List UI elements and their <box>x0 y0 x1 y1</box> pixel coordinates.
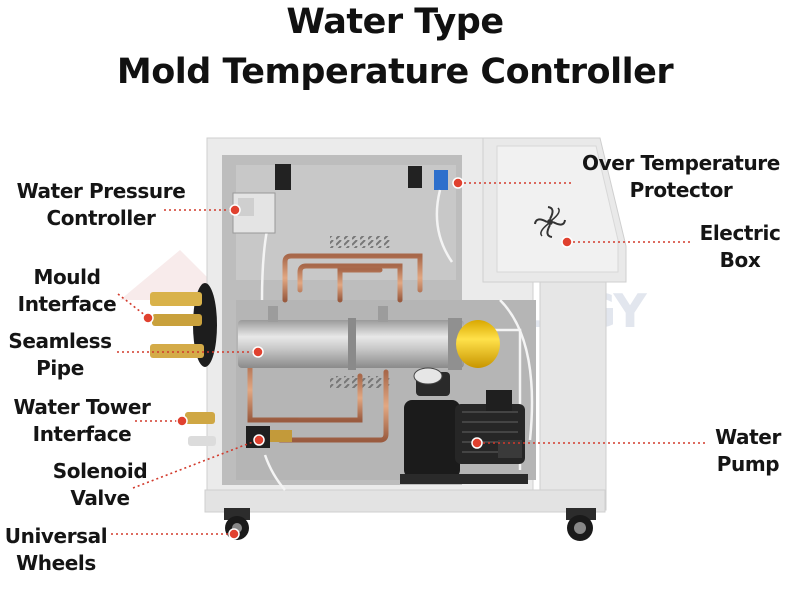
dot-electric-box <box>561 236 573 248</box>
label-over-temperature-protector: Over Temperature Protector <box>582 151 780 202</box>
dot-water-pressure-controller <box>229 204 241 216</box>
leader-lines <box>111 182 708 535</box>
label-seamless-pipe: Seamless Pipe <box>8 329 112 380</box>
mould-connector <box>150 292 202 306</box>
base-frame <box>204 489 606 513</box>
label-water-pressure-controller: Water Pressure Controller <box>16 179 186 230</box>
label-water-tower-interface: Water Tower Interface <box>13 395 151 446</box>
label-mould-interface: Mould Interface <box>17 265 117 316</box>
dot-mould-interface <box>142 312 154 324</box>
heater-cap <box>456 320 500 368</box>
dot-universal-wheels <box>228 528 240 540</box>
dot-water-pump <box>471 437 483 449</box>
label-water-pump: Water Pump <box>715 425 781 476</box>
wires <box>260 189 534 491</box>
title-line-1: Water Type <box>286 2 504 42</box>
title-line-2: Mold Temperature Controller <box>116 52 674 92</box>
label-universal-wheels: Universal Wheels <box>4 524 108 575</box>
wheel-right <box>566 508 596 541</box>
dot-seamless-pipe <box>252 346 264 358</box>
water-pump-body <box>400 367 528 484</box>
dot-solenoid-valve <box>253 434 265 446</box>
dot-over-temperature-protector <box>452 177 464 189</box>
side-panel <box>539 281 607 511</box>
label-electric-box: Electric Box <box>699 221 781 272</box>
copper-pipes <box>247 237 423 443</box>
callout-dots <box>142 177 573 540</box>
fan-icon <box>534 206 566 238</box>
vent <box>330 236 390 248</box>
label-solenoid-valve: Solenoid Valve <box>52 459 148 510</box>
dot-water-tower-interface <box>176 415 188 427</box>
tower-connector <box>185 412 215 424</box>
